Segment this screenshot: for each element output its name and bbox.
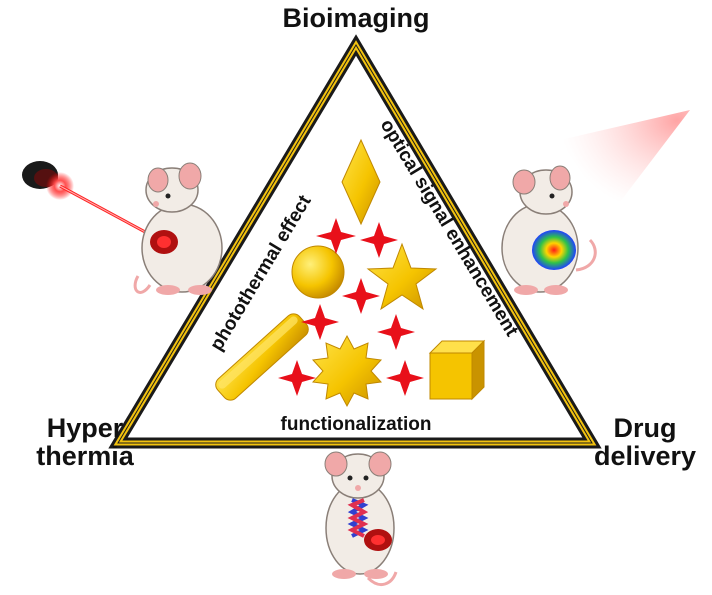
- corner-label-drug-delivery-line1: Drug: [613, 413, 677, 443]
- light-beam-icon: [560, 110, 690, 215]
- gold-nanorod: [215, 313, 309, 401]
- mouse-imaging-icon: [501, 165, 597, 295]
- gold-sphere: [291, 245, 345, 299]
- sparkle: [278, 360, 316, 396]
- gold-bipyramid: [341, 138, 381, 226]
- laser-source-icon: [22, 161, 161, 242]
- mouse-drug-delivery-icon: [324, 451, 398, 587]
- gold-star: [366, 242, 438, 311]
- gold-nanocube: [428, 339, 486, 401]
- corner-label-hyperthermia-line1: Hyper: [46, 413, 124, 443]
- red-sparkles: [278, 218, 424, 396]
- sparkle: [316, 218, 356, 254]
- gold-nanourchin: [311, 334, 383, 408]
- corner-label-hyperthermia: Hyper thermia: [20, 414, 150, 471]
- corner-label-hyperthermia-line2: thermia: [36, 441, 134, 472]
- sparkle: [342, 278, 380, 314]
- gold-nanoparticles: [215, 138, 486, 408]
- corner-label-drug-delivery-line2: delivery: [593, 441, 697, 472]
- sparkle: [301, 304, 339, 340]
- sparkle: [386, 360, 424, 396]
- sparkle: [360, 222, 398, 258]
- sparkle: [377, 314, 415, 350]
- mouse-hyperthermia-icon: [133, 162, 223, 295]
- corner-label-drug-delivery: Drug delivery: [580, 414, 710, 471]
- edge-label-bottom: functionalization: [281, 414, 432, 435]
- corner-label-bioimaging: Bioimaging: [282, 3, 430, 33]
